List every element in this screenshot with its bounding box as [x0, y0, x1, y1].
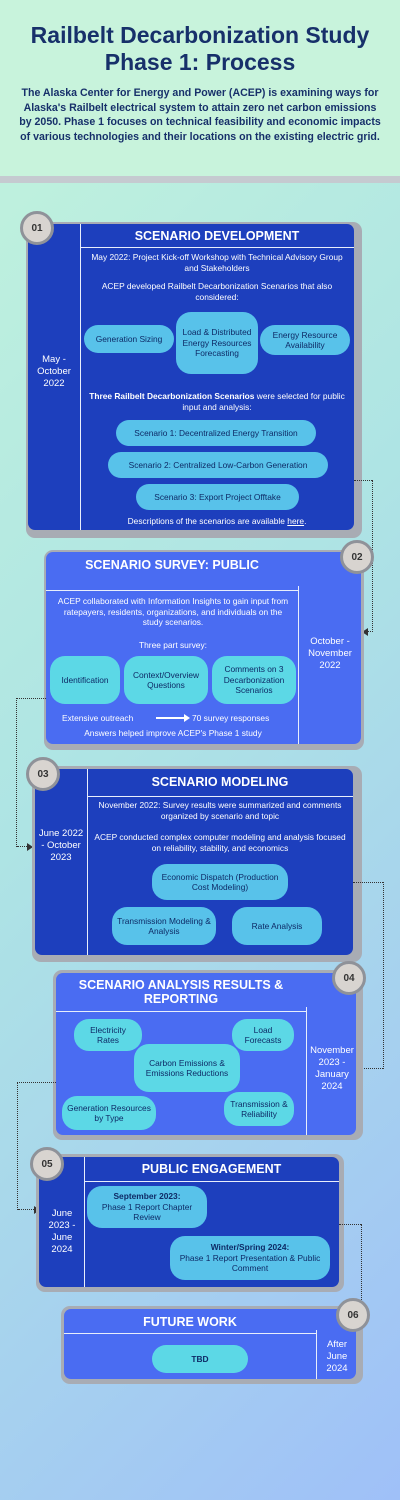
s6-step-badge: 06 — [336, 1298, 370, 1332]
connector-4-5-top — [17, 1082, 56, 1083]
s1-title: SCENARIO DEVELOPMENT — [134, 229, 300, 243]
s4-pill-carbon-emissions: Carbon Emissions & Emissions Reductions — [134, 1044, 240, 1092]
s4-pill-electricity-rates: Electricity Rates — [74, 1019, 142, 1051]
s1-three-scenarios-rest: were selected for public input and analy… — [182, 391, 345, 412]
s5-date: June 2023 - June 2024 — [48, 1208, 76, 1255]
s4-pill-generation-resources: Generation Resources by Type — [62, 1096, 156, 1130]
s1-scenario-1-pill: Scenario 1: Decentralized Energy Transit… — [116, 420, 316, 446]
s2-three-part-text: Three part survey: — [139, 640, 207, 650]
s5-pill2-title: Winter/Spring 2024: — [210, 1242, 290, 1253]
s6-divider-vertical — [316, 1330, 317, 1379]
connector-5-6-top — [339, 1224, 361, 1225]
s5-divider-vertical — [84, 1157, 85, 1287]
header-band — [0, 0, 400, 176]
s2-outreach-text: Extensive outreach — [62, 713, 134, 723]
s4-pill-load-forecasts: Load Forecasts — [232, 1019, 294, 1051]
s1-three-scenarios-text: Three Railbelt Decarbonization Scenarios… — [86, 391, 348, 412]
connector-4-5-vertical — [17, 1082, 18, 1210]
s3-divider-horizontal — [87, 796, 353, 797]
s5-pill1-text: Phase 1 Report Chapter Review — [101, 1201, 193, 1223]
connector-2-3-bottom — [17, 846, 27, 847]
s1-divider-vertical — [80, 224, 81, 530]
connector-3-4-bottom — [362, 1068, 383, 1069]
s5-divider-horizontal — [84, 1181, 339, 1182]
s2-pill-context-questions: Context/Overview Questions — [124, 656, 208, 704]
s2-divider-horizontal — [46, 590, 298, 591]
s3-date: June 2022 - October 2023 — [38, 828, 84, 863]
s1-descriptions-link[interactable]: here — [287, 516, 305, 526]
page-intro: The Alaska Center for Energy and Power (… — [19, 87, 381, 143]
s4-divider-horizontal — [56, 1011, 306, 1012]
s2-card — [46, 552, 361, 744]
s2-collab-text: ACEP collaborated with Information Insig… — [57, 596, 289, 627]
s3-conducted-text: ACEP conducted complex computer modeling… — [94, 832, 346, 853]
s1-descriptions-prefix: Descriptions of the scenarios are availa… — [127, 516, 288, 526]
s3-pill-economic-dispatch: Economic Dispatch (Production Cost Model… — [152, 864, 288, 900]
s2-step-badge: 02 — [340, 540, 374, 574]
s5-pill-chapter-review: September 2023: Phase 1 Report Chapter R… — [87, 1186, 207, 1228]
s1-step-badge: 01 — [20, 211, 54, 245]
s1-descriptions-text: Descriptions of the scenarios are availa… — [86, 516, 348, 527]
connector-2-3-top — [16, 698, 46, 699]
s4-pill-transmission-reliability: Transmission & Reliability — [224, 1092, 294, 1126]
s4-date: November 2023 - January 2024 — [310, 1045, 354, 1092]
s3-pill-transmission-modeling: Transmission Modeling & Analysis — [112, 907, 216, 945]
s5-title: PUBLIC ENGAGEMENT — [141, 1162, 282, 1176]
s5-pill1-title: September 2023: — [113, 1191, 181, 1202]
s6-title: FUTURE WORK — [143, 1315, 237, 1329]
s3-survey-results-text: November 2022: Survey results were summa… — [98, 800, 342, 821]
s2-title: SCENARIO SURVEY: PUBLIC — [85, 558, 259, 572]
s4-step-badge: 04 — [332, 961, 366, 995]
s5-pill-public-comment: Winter/Spring 2024: Phase 1 Report Prese… — [170, 1236, 330, 1280]
connector-1-2-top — [354, 480, 372, 481]
connector-3-4-vertical — [383, 882, 384, 1069]
connector-5-6-vertical — [361, 1224, 362, 1350]
s1-pill-load-forecasting: Load & Distributed Energy Resources Fore… — [176, 312, 258, 374]
s1-card — [28, 224, 354, 530]
connector-4-5-bottom — [18, 1209, 34, 1210]
s1-divider-horizontal — [80, 247, 354, 248]
s3-divider-vertical — [87, 769, 88, 955]
s1-three-scenarios-bold: Three Railbelt Decarbonization Scenarios — [89, 391, 255, 401]
s1-date: May - October 2022 — [37, 354, 71, 389]
connector-2-3-arrowhead — [27, 843, 33, 851]
s4-divider-vertical — [306, 1007, 307, 1135]
s2-outreach-arrow-line — [156, 717, 184, 719]
s2-answers-text: Answers helped improve ACEP's Phase 1 st… — [84, 728, 262, 738]
s6-date: After June 2024 — [326, 1339, 348, 1374]
s2-pill-comments: Comments on 3 Decarbonization Scenarios — [212, 656, 296, 704]
s1-scenario-2-pill: Scenario 2: Centralized Low-Carbon Gener… — [108, 452, 328, 478]
s6-divider-horizontal — [64, 1333, 316, 1334]
s3-pill-rate-analysis: Rate Analysis — [232, 907, 322, 945]
header-divider — [0, 176, 400, 183]
s2-pill-identification: Identification — [50, 656, 120, 704]
s1-kickoff-text: May 2022: Project Kick-off Workshop with… — [91, 252, 343, 273]
s1-pill-resource-availability: Energy Resource Availability — [260, 325, 350, 355]
s1-pill-generation-sizing: Generation Sizing — [84, 325, 174, 353]
s2-date: October - November 2022 — [308, 636, 352, 671]
s3-step-badge: 03 — [26, 757, 60, 791]
s2-divider-vertical — [298, 586, 299, 744]
s4-title: SCENARIO ANALYSIS RESULTS & REPORTING — [78, 978, 284, 1006]
s6-pill-tbd: TBD — [152, 1345, 248, 1373]
connector-1-2-bottom-line — [368, 631, 373, 632]
s2-responses-text: 70 survey responses — [192, 713, 270, 723]
s1-descriptions-suffix: . — [304, 516, 307, 526]
connector-3-4-top — [353, 882, 383, 883]
connector-2-3-vertical — [16, 698, 17, 847]
page-title: Railbelt Decarbonization Study Phase 1: … — [30, 22, 370, 75]
s2-outreach-arrowhead — [184, 714, 190, 722]
connector-1-2-arrowhead — [362, 628, 368, 636]
s3-title: SCENARIO MODELING — [151, 775, 289, 789]
s5-pill2-text: Phase 1 Report Presentation & Public Com… — [179, 1252, 321, 1274]
s1-scenario-3-pill: Scenario 3: Export Project Offtake — [136, 484, 299, 510]
s5-step-badge: 05 — [30, 1147, 64, 1181]
s1-developed-text: ACEP developed Railbelt Decarbonization … — [101, 281, 333, 302]
